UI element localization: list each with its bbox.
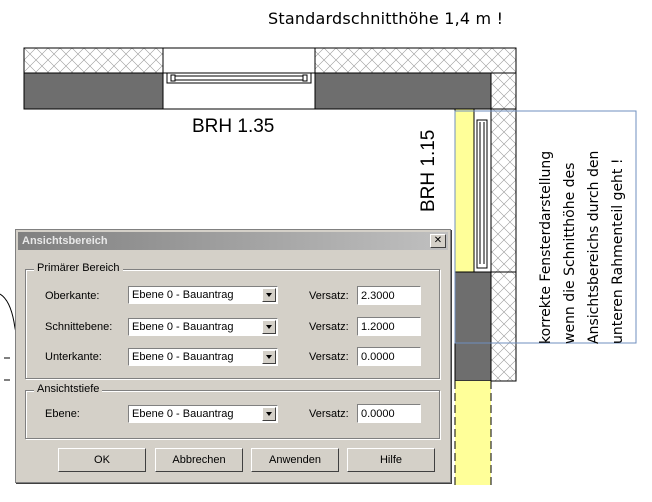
dialog-titlebar[interactable]: Ansichtsbereich ✕ <box>18 232 448 250</box>
top-level-value: Ebene 0 - Bauantrag <box>132 289 234 301</box>
sill-yellow-upper <box>454 108 475 273</box>
dialog-title: Ansichtsbereich <box>22 235 108 247</box>
bottom-label: Unterkante: <box>45 351 102 363</box>
window-right-glazing <box>476 119 488 269</box>
bottom-offset-field[interactable]: 0.0000 <box>357 347 421 366</box>
dropdown-arrow-icon[interactable] <box>262 350 276 364</box>
highlight-box <box>454 110 637 344</box>
cut-plane-offset-field[interactable]: 1.2000 <box>357 317 421 336</box>
cut-plane-level-select[interactable]: Ebene 0 - Bauantrag <box>128 318 278 336</box>
bottom-level-value: Ebene 0 - Bauantrag <box>132 351 234 363</box>
wall-top-right-corner <box>490 72 517 110</box>
brh-vertical-label: BRH 1.15 <box>418 129 439 212</box>
close-button[interactable]: ✕ <box>430 234 446 248</box>
close-icon: ✕ <box>433 235 443 246</box>
note-line: unteren Rahmenteil geht ! <box>610 158 626 345</box>
dropdown-arrow-icon[interactable] <box>262 288 276 302</box>
depth-offset-label: Versatz: <box>309 408 349 420</box>
cut-plane-offset-label: Versatz: <box>309 321 349 333</box>
depth-level-label: Ebene: <box>45 408 80 420</box>
depth-offset-field[interactable]: 0.0000 <box>357 404 421 423</box>
primary-range-group: Primärer Bereich <box>25 262 440 379</box>
wall-top-right-solid <box>314 72 492 110</box>
wall-top-right-hatch <box>314 47 517 74</box>
top-offset-label: Versatz: <box>309 290 349 302</box>
apply-button[interactable]: Anwenden <box>251 448 339 472</box>
view-depth-legend: Ansichtstiefe <box>34 383 103 395</box>
note-line: korrekte Fensterdarstellung <box>538 150 554 344</box>
wall-right-solid <box>454 271 492 382</box>
depth-level-select[interactable]: Ebene 0 - Bauantrag <box>128 405 278 423</box>
cut-plane-level-value: Ebene 0 - Bauantrag <box>132 321 234 333</box>
standard-cut-height-note: Standardschnitthöhe 1,4 m ! <box>268 9 504 28</box>
cancel-button[interactable]: Abbrechen <box>155 448 243 472</box>
note-line: wenn die Schnitthöhe des <box>562 162 578 344</box>
cut-plane-label: Schnittebene: <box>45 321 113 333</box>
top-label: Oberkante: <box>45 290 100 302</box>
sill-yellow-lower <box>455 381 491 485</box>
window-top-glazing <box>166 72 312 84</box>
top-offset-field[interactable]: 2.3000 <box>357 286 421 305</box>
brh-horizontal-label: BRH 1.35 <box>192 116 275 137</box>
bottom-offset-label: Versatz: <box>309 351 349 363</box>
view-depth-group: Ansichtstiefe <box>25 383 440 439</box>
wall-top-left-hatch <box>23 47 164 74</box>
dropdown-arrow-icon[interactable] <box>262 320 276 334</box>
help-button[interactable]: Hilfe <box>347 448 435 472</box>
note-line: Ansichtsbereichs durch den <box>586 150 602 344</box>
bottom-level-select[interactable]: Ebene 0 - Bauantrag <box>128 348 278 366</box>
ok-button[interactable]: OK <box>58 448 146 472</box>
primary-range-legend: Primärer Bereich <box>34 262 123 274</box>
view-range-dialog: Ansichtsbereich ✕ Primärer Bereich Oberk… <box>15 229 451 483</box>
depth-level-value: Ebene 0 - Bauantrag <box>132 408 234 420</box>
top-level-select[interactable]: Ebene 0 - Bauantrag <box>128 286 278 304</box>
window-display-note: korrekte Fensterdarstellung wenn die Sch… <box>534 124 630 344</box>
wall-right-solid-hatch <box>490 271 517 382</box>
dropdown-arrow-icon[interactable] <box>262 407 276 421</box>
wall-top-left-solid <box>23 72 164 110</box>
